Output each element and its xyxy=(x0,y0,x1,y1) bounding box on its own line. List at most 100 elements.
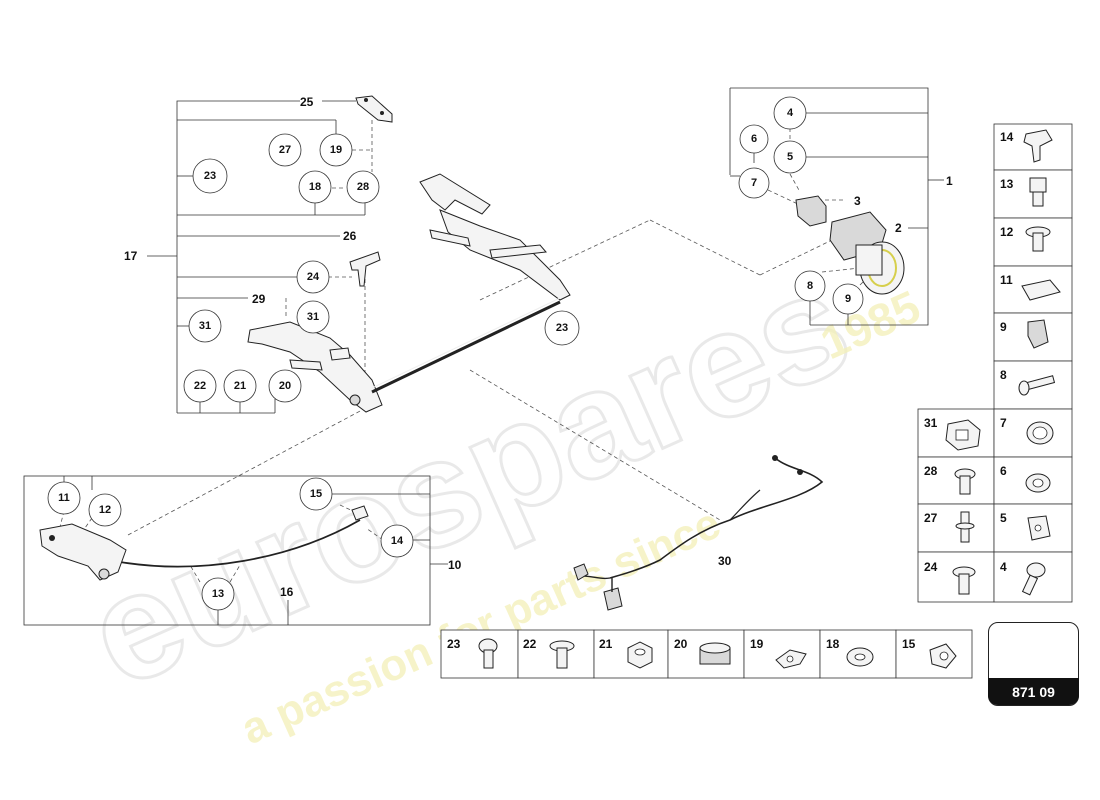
hw-bottom-label-15: 15 xyxy=(902,637,916,651)
hw-right-label-13: 13 xyxy=(1000,177,1014,191)
callout-5: 5 xyxy=(773,140,807,174)
hw-bottom-label-23: 23 xyxy=(447,637,461,651)
svg-text:9: 9 xyxy=(845,293,851,305)
washer-18-icon xyxy=(846,647,874,667)
hw-right-label-24: 24 xyxy=(924,560,938,574)
clip-14-icon xyxy=(1023,129,1053,163)
svg-text:22: 22 xyxy=(194,380,206,392)
callout-4: 4 xyxy=(773,96,807,130)
hw-right-label-28: 28 xyxy=(924,464,938,478)
svg-text:15: 15 xyxy=(310,488,322,500)
hw-bottom-label-21: 21 xyxy=(599,637,613,651)
svg-text:14: 14 xyxy=(391,535,404,547)
group-10 xyxy=(23,409,448,626)
callout-24: 24 xyxy=(296,260,330,294)
svg-text:5: 5 xyxy=(787,151,793,163)
bolt-24-icon xyxy=(952,566,976,595)
callout-16: 16 xyxy=(280,585,294,599)
hw-right-label-5: 5 xyxy=(1000,511,1007,525)
group-1 xyxy=(469,87,944,521)
nut-31-icon xyxy=(945,419,981,451)
bracket-26-part xyxy=(349,251,381,287)
rivet-12-icon xyxy=(1025,226,1051,252)
hardware-table-bottom: 23 22 21 20 19 18 15 xyxy=(440,629,973,679)
hardware-table-right: 14 13 12 11 9 8 31 7 28 6 27 5 24 4 xyxy=(917,123,1073,603)
callout-9: 9 xyxy=(832,283,864,315)
svg-text:19: 19 xyxy=(330,144,342,156)
clip-5-icon xyxy=(1027,515,1051,541)
group-17 xyxy=(147,100,373,414)
cable-16-part xyxy=(39,505,369,581)
callout-13: 13 xyxy=(201,577,235,611)
callout-1: 1 xyxy=(946,174,953,188)
callout-11: 11 xyxy=(47,481,81,515)
callout-28: 28 xyxy=(346,170,380,204)
svg-text:12: 12 xyxy=(99,504,111,516)
spacer-20-icon xyxy=(699,642,731,665)
hw-right-label-9: 9 xyxy=(1000,320,1007,334)
watermark-year: 1985 xyxy=(813,280,928,369)
hw-bottom-label-20: 20 xyxy=(674,637,688,651)
svg-text:24: 24 xyxy=(307,271,320,283)
nut-21-icon xyxy=(627,641,653,669)
svg-text:6: 6 xyxy=(751,133,757,145)
hw-bottom-label-22: 22 xyxy=(523,637,537,651)
callout-2: 2 xyxy=(895,221,902,235)
callout-22: 22 xyxy=(183,369,217,403)
diagram-reference-number: 871 09 xyxy=(988,678,1079,705)
hw-right-label-6: 6 xyxy=(1000,464,1007,478)
svg-text:23: 23 xyxy=(556,322,568,334)
svg-text:31: 31 xyxy=(307,311,319,323)
clip-15-icon xyxy=(929,643,957,669)
clip-13-icon xyxy=(1029,177,1047,207)
grommet-7-icon xyxy=(1026,421,1054,445)
svg-text:7: 7 xyxy=(751,177,757,189)
callout-29: 29 xyxy=(252,292,266,306)
clip-9-icon xyxy=(1027,319,1049,349)
washer-19-icon xyxy=(775,649,807,669)
callout-7: 7 xyxy=(738,167,770,199)
callout-19: 19 xyxy=(319,133,353,167)
svg-text:23: 23 xyxy=(204,170,216,182)
motor-parts xyxy=(795,195,905,295)
callout-8: 8 xyxy=(794,270,826,302)
hw-right-label-12: 12 xyxy=(1000,225,1014,239)
clip-11-icon xyxy=(1021,279,1061,301)
hw-right-label-7: 7 xyxy=(1000,416,1007,430)
hw-right-label-4: 4 xyxy=(1000,560,1007,574)
callout-21: 21 xyxy=(223,369,257,403)
hw-bottom-label-19: 19 xyxy=(750,637,764,651)
hw-right-label-14: 14 xyxy=(1000,130,1014,144)
harness-30-part xyxy=(573,455,824,611)
callout-23a: 23 xyxy=(192,158,228,194)
seat-frame-part xyxy=(247,173,571,413)
svg-text:11: 11 xyxy=(58,492,70,504)
svg-text:21: 21 xyxy=(234,380,246,392)
callout-12: 12 xyxy=(88,493,122,527)
hw-right-label-8: 8 xyxy=(1000,368,1007,382)
hw-right-label-31: 31 xyxy=(924,416,938,430)
stud-27-icon xyxy=(955,511,975,543)
callout-10: 10 xyxy=(448,558,462,572)
svg-text:27: 27 xyxy=(279,144,291,156)
clip-6-icon xyxy=(1025,473,1051,493)
bolt-23-icon xyxy=(478,638,498,669)
callout-15: 15 xyxy=(299,477,333,511)
bracket-25-part xyxy=(355,95,393,123)
callout-30: 30 xyxy=(718,554,732,568)
svg-text:28: 28 xyxy=(357,181,369,193)
bolt-22-icon xyxy=(549,640,575,669)
callout-27: 27 xyxy=(268,133,302,167)
callout-31b: 31 xyxy=(296,300,330,334)
callout-25: 25 xyxy=(300,95,314,109)
callout-17: 17 xyxy=(124,249,138,263)
svg-text:31: 31 xyxy=(199,320,211,332)
bolt-4-icon xyxy=(1021,562,1046,596)
callout-31a: 31 xyxy=(188,309,222,343)
hw-right-label-27: 27 xyxy=(924,511,938,525)
bolt-28-icon xyxy=(954,468,976,495)
bolt-8-icon xyxy=(1018,375,1056,396)
svg-text:8: 8 xyxy=(807,280,813,292)
callout-20: 20 xyxy=(268,369,302,403)
